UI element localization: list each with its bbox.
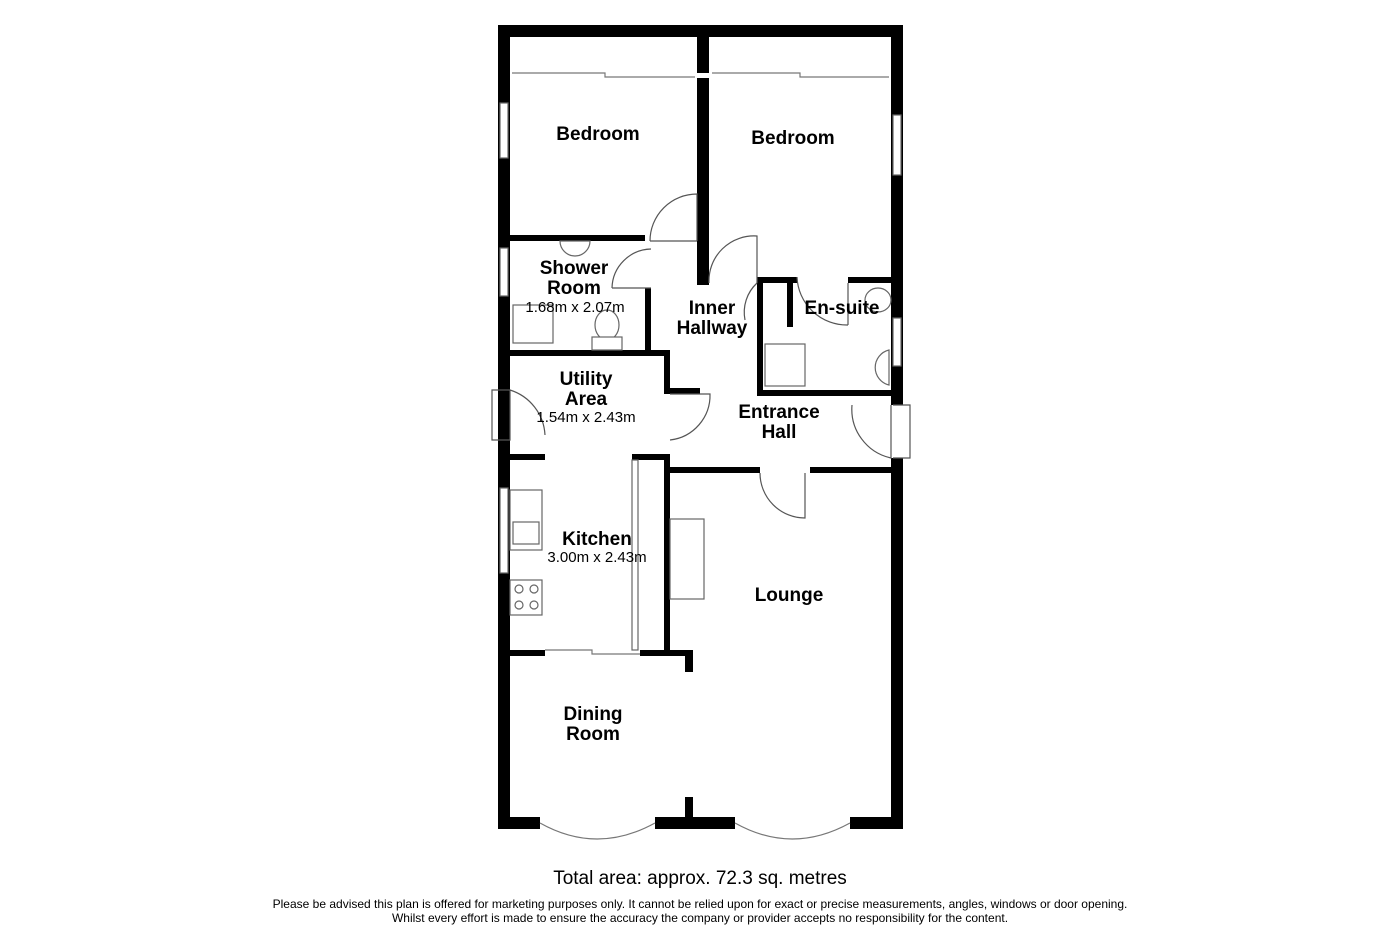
room-label-dining: Dining [563,704,622,725]
basin-icon [559,240,591,257]
shower-tray-icon [764,343,806,387]
walls [498,25,903,829]
disclaimer: Please be advised this plan is offered f… [0,897,1400,925]
room-label-shower: Shower [540,258,609,279]
room-label-inner-hallway: Hallway [677,318,748,339]
fixtures [509,240,892,616]
fireplace-icon [669,518,705,600]
room-label-kitchen: Kitchen [562,529,632,550]
room-label-utility: Area [565,389,608,410]
room-label-entrance-hall: Hall [762,422,797,443]
toilet-icon [864,287,892,313]
room-dims-shower: 1.68m x 2.07m [525,299,624,316]
room-dims-utility: 1.54m x 2.43m [536,409,635,426]
room-label-entrance-hall: Entrance [738,402,819,423]
room-label-bedroom: Bedroom [556,124,639,145]
room-label-dining: Room [566,724,620,745]
room-labels: Bedroom Bedroom Shower Room 1.68m x 2.07… [525,124,879,745]
room-dims-kitchen: 3.00m x 2.43m [547,549,646,566]
room-label-utility: Utility [560,369,613,390]
room-label-inner-hallway: Inner [689,298,736,319]
disclaimer-line: Whilst every effort is made to ensure th… [391,911,1009,925]
room-label-ensuite: En-suite [805,298,880,319]
shower-tray-icon [512,304,554,344]
windows [499,72,902,840]
room-label-bedroom: Bedroom [751,128,834,149]
doors [491,193,911,655]
basin-icon [874,349,890,386]
total-area: Total area: approx. 72.3 sq. metres [553,868,847,889]
room-label-shower: Room [547,278,601,299]
disclaimer-line: Please be advised this plan is offered f… [272,897,1128,911]
hob-icon [509,579,543,616]
room-label-lounge: Lounge [755,585,824,606]
